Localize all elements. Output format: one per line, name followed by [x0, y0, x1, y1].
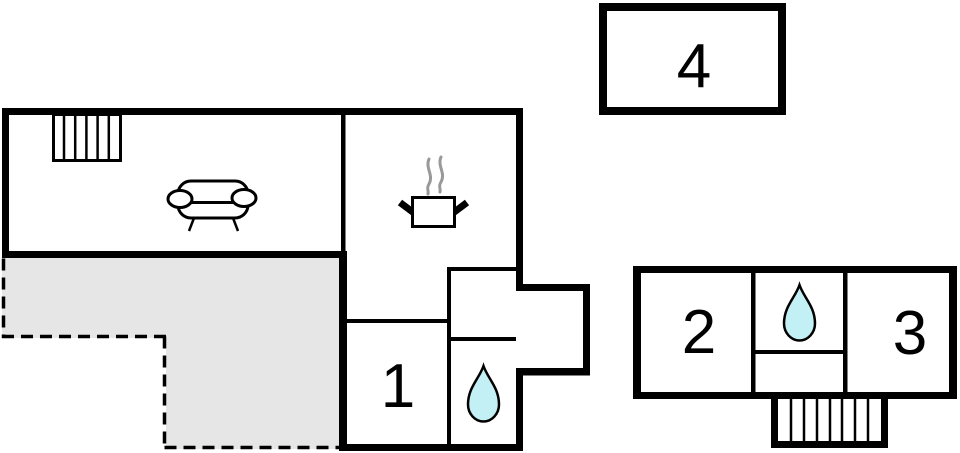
- partition: [451, 267, 516, 271]
- room-2-label: 2: [682, 298, 716, 367]
- main-building-walls: [2, 108, 590, 451]
- porch-wall: [583, 284, 590, 375]
- wall: [599, 3, 607, 115]
- wall: [949, 266, 957, 399]
- partition: [447, 267, 451, 444]
- wall: [778, 3, 786, 115]
- wall: [2, 108, 523, 115]
- stairs-icon: [789, 399, 870, 441]
- wall: [339, 251, 347, 451]
- stairs-icon: [52, 113, 122, 162]
- stairs-wall: [771, 399, 778, 448]
- wall: [2, 108, 9, 258]
- wall: [599, 3, 786, 11]
- wall: [516, 108, 523, 284]
- steam-icon: [426, 155, 445, 196]
- wall: [633, 392, 957, 399]
- partition: [843, 273, 848, 392]
- terrace-dashed-border: [1, 258, 343, 450]
- wall: [2, 251, 347, 258]
- water-drop-icon: [782, 281, 817, 342]
- outbuilding-walls: [599, 3, 786, 115]
- wall: [599, 107, 786, 115]
- cooking-pot-icon: [397, 196, 470, 228]
- terrace-area: [2, 258, 343, 449]
- room-4-label: 4: [677, 32, 711, 101]
- partition: [755, 350, 843, 354]
- room-3-label: 3: [893, 299, 927, 368]
- terrace: [1, 258, 343, 450]
- water-drop-icon: [466, 362, 501, 423]
- wall: [516, 369, 523, 451]
- partition: [451, 337, 516, 341]
- stairs-wall: [881, 399, 888, 448]
- porch-wall: [516, 284, 590, 291]
- wall: [633, 266, 957, 273]
- sofa-icon: [166, 179, 258, 232]
- wall: [339, 444, 523, 451]
- stairs-wall: [771, 441, 888, 448]
- porch-wall: [516, 368, 590, 376]
- partition: [347, 319, 451, 323]
- room-1-label: 1: [381, 352, 415, 421]
- wall: [341, 115, 346, 255]
- annex-walls: [633, 266, 957, 448]
- partition: [751, 273, 756, 392]
- wall: [633, 266, 641, 399]
